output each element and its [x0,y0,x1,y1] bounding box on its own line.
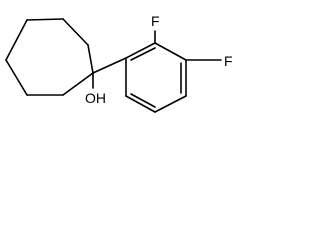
benzene-ring [125,42,187,113]
double-bond-inner [130,93,156,108]
hydroxyl-label: OH [85,90,106,106]
ring-bond [125,95,156,113]
ring-bond [62,18,89,46]
ring-bond [154,42,187,61]
ring-bond [5,19,28,61]
ring-bond [62,72,94,96]
molecule-diagram: F F OH [5,13,233,113]
ring-bond [125,42,156,59]
fluorine-label-top: F [151,13,160,29]
ring-bond [26,18,64,21]
ring-bond [5,59,28,96]
cycloheptane-ring [5,18,94,96]
aryl-bond [92,57,127,74]
fluorine-label-right: F [224,53,233,69]
structure-canvas: F F OH [0,0,240,145]
ring-bond [154,95,187,113]
ring-bond [87,44,94,74]
double-bond-inner [130,47,156,61]
